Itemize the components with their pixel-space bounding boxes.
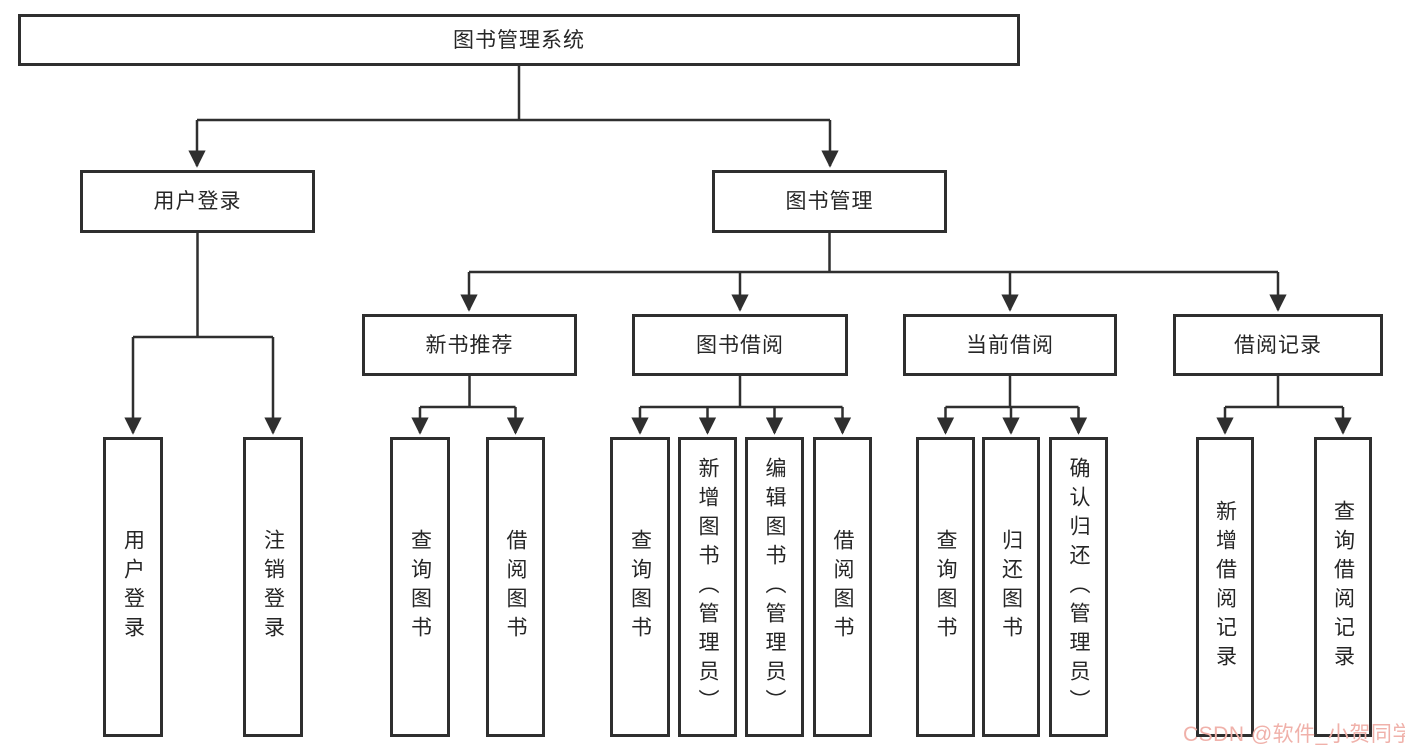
csdn-watermark: CSDN @软件_小贺同学 [1183, 723, 1405, 746]
node-leaf-borrow-books-1: 借阅图书 [486, 437, 545, 737]
node-leaf-return-books: 归还图书 [982, 437, 1040, 737]
node-leaf-edit-books-admin: 编辑图书（管理员） [745, 437, 804, 737]
node-leaf-user-login: 用户登录 [103, 437, 163, 737]
node-leaf-confirm-return-admin: 确认归还（管理员） [1049, 437, 1108, 737]
node-leaf-add-borrow-record: 新增借阅记录 [1196, 437, 1254, 737]
node-leaf-query-books-2: 查询图书 [610, 437, 670, 737]
node-borrowing-records: 借阅记录 [1173, 314, 1383, 376]
node-leaf-logout: 注销登录 [243, 437, 303, 737]
node-leaf-add-books-admin: 新增图书（管理员） [678, 437, 737, 737]
node-root: 图书管理系统 [18, 14, 1020, 66]
node-leaf-query-books-1: 查询图书 [390, 437, 450, 737]
node-current-borrowing: 当前借阅 [903, 314, 1117, 376]
node-leaf-query-borrow-record: 查询借阅记录 [1314, 437, 1372, 737]
node-leaf-query-books-3: 查询图书 [916, 437, 975, 737]
node-book-borrowing: 图书借阅 [632, 314, 848, 376]
node-new-book-recommend: 新书推荐 [362, 314, 577, 376]
node-book-management: 图书管理 [712, 170, 947, 233]
node-leaf-borrow-books-2: 借阅图书 [813, 437, 872, 737]
node-user-login: 用户登录 [80, 170, 315, 233]
